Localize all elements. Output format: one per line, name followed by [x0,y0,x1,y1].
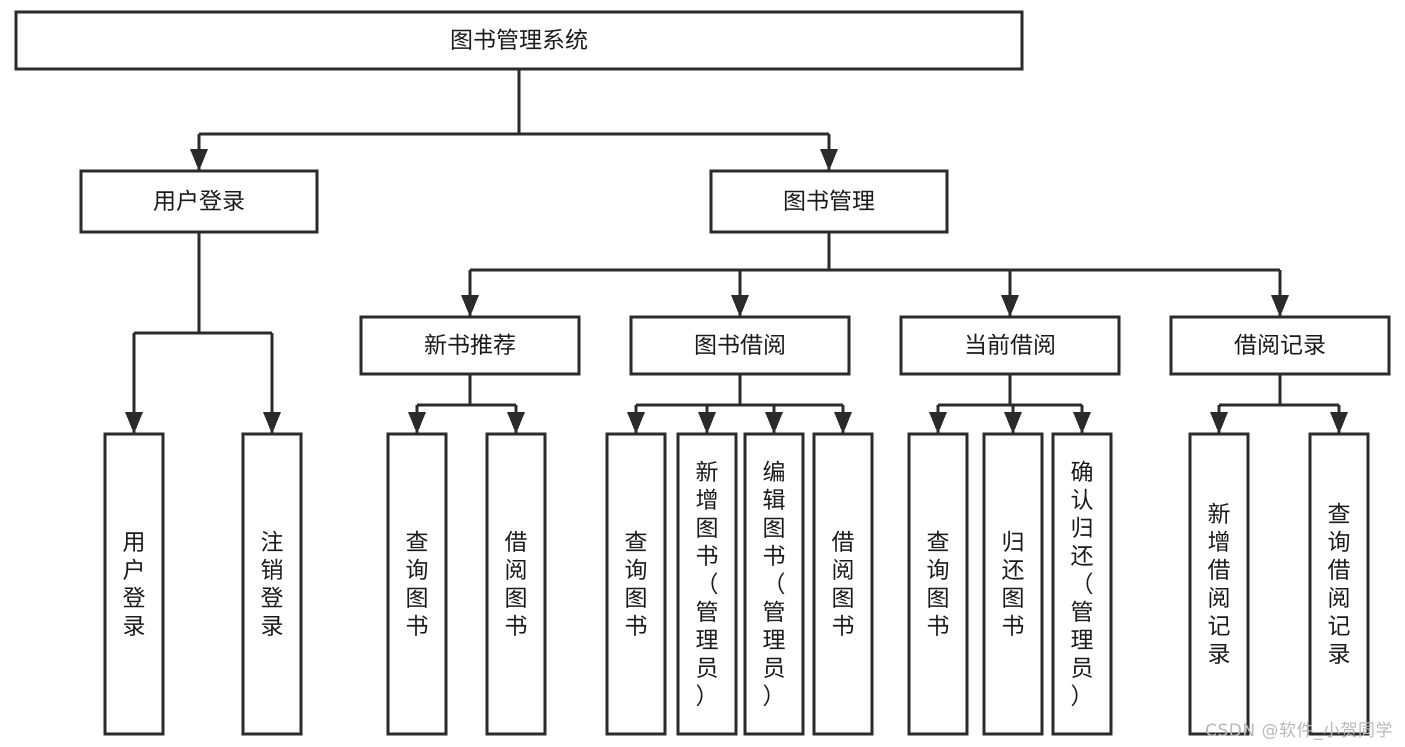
node-leaf-query-book-borrow[interactable]: 查询图书 [605,432,667,736]
node-box-leaf-add-book[interactable] [676,432,738,736]
arrow-head-icon [698,412,716,434]
node-leaf-borrow-book[interactable]: 借阅图书 [812,432,874,736]
node-box-book-manage[interactable] [709,169,949,234]
arrow-head-icon [1271,295,1289,317]
node-label-leaf-add-book: 新增图书（管理员） [696,460,719,710]
arrow-head-icon [1210,412,1228,434]
node-box-leaf-confirm-return[interactable] [1051,432,1113,736]
arrow-head-icon [1001,295,1019,317]
node-new-book-recommend[interactable]: 新书推荐 [359,315,581,376]
arrow-head-icon [1330,412,1348,434]
edge-group-root [190,69,838,171]
node-box-leaf-query-book-borrow[interactable] [605,432,667,736]
arrow-head-icon [765,412,783,434]
arrow-head-icon [190,149,208,171]
node-label-leaf-user-login: 用户登录 [123,530,146,640]
node-label-root: 图书管理系统 [450,28,588,54]
node-user-login[interactable]: 用户登录 [79,169,319,234]
arrow-head-icon [731,295,749,317]
edge-group-user-login [125,232,281,434]
node-box-leaf-add-borrow-record[interactable] [1188,432,1250,736]
node-label-new-book-recommend: 新书推荐 [424,333,516,359]
node-box-user-login[interactable] [79,169,319,234]
node-box-leaf-query-borrow-record[interactable] [1308,432,1370,736]
node-box-root[interactable] [14,10,1024,71]
node-book-borrow[interactable]: 图书借阅 [629,315,851,376]
arrow-head-icon [627,412,645,434]
node-leaf-borrow-book-recommend[interactable]: 借阅图书 [485,432,547,736]
node-label-borrow-record: 借阅记录 [1234,333,1326,359]
node-book-manage[interactable]: 图书管理 [709,169,949,234]
node-current-borrow[interactable]: 当前借阅 [899,315,1121,376]
node-box-leaf-user-login[interactable] [103,432,165,736]
arrow-head-icon [820,149,838,171]
edge-group-borrow-record [1210,374,1348,434]
node-leaf-query-book-current[interactable]: 查询图书 [907,432,969,736]
arrow-head-icon [1073,412,1091,434]
node-layer: 图书管理系统用户登录图书管理新书推荐图书借阅当前借阅借阅记录用户登录注销登录查询… [14,10,1391,736]
node-leaf-query-book-recommend[interactable]: 查询图书 [386,432,448,736]
node-label-leaf-add-borrow-record: 新增借阅记录 [1208,502,1231,668]
node-label-leaf-query-book-current: 查询图书 [927,530,950,640]
node-borrow-record[interactable]: 借阅记录 [1169,315,1391,376]
node-leaf-query-borrow-record[interactable]: 查询借阅记录 [1308,432,1370,736]
node-leaf-confirm-return[interactable]: 确认归还（管理员） [1051,432,1113,736]
arrow-head-icon [125,412,143,434]
node-label-leaf-query-borrow-record: 查询借阅记录 [1328,502,1351,668]
node-label-book-borrow: 图书借阅 [694,333,786,359]
arrow-head-icon [1004,412,1022,434]
node-leaf-edit-book[interactable]: 编辑图书（管理员） [743,432,805,736]
arrow-head-icon [507,412,525,434]
node-leaf-logout[interactable]: 注销登录 [241,432,303,736]
node-box-new-book-recommend[interactable] [359,315,581,376]
node-label-book-manage: 图书管理 [783,189,875,215]
node-leaf-return-book[interactable]: 归还图书 [982,432,1044,736]
node-box-leaf-query-book-recommend[interactable] [386,432,448,736]
node-box-book-borrow[interactable] [629,315,851,376]
edge-group-new-book-recommend [408,374,525,434]
node-box-borrow-record[interactable] [1169,315,1391,376]
node-box-leaf-return-book[interactable] [982,432,1044,736]
node-label-current-borrow: 当前借阅 [964,333,1056,359]
node-leaf-add-book[interactable]: 新增图书（管理员） [676,432,738,736]
node-label-leaf-confirm-return: 确认归还（管理员） [1071,460,1094,710]
arrow-head-icon [263,412,281,434]
node-label-leaf-edit-book: 编辑图书（管理员） [763,460,786,710]
edge-layer [125,69,1348,434]
node-label-leaf-borrow-book: 借阅图书 [832,530,855,640]
node-label-user-login: 用户登录 [153,189,245,215]
edge-group-current-borrow [929,374,1091,434]
node-leaf-user-login[interactable]: 用户登录 [103,432,165,736]
node-box-leaf-query-book-current[interactable] [907,432,969,736]
node-box-leaf-edit-book[interactable] [743,432,805,736]
node-box-leaf-logout[interactable] [241,432,303,736]
node-label-leaf-query-book-recommend: 查询图书 [406,530,429,640]
node-leaf-add-borrow-record[interactable]: 新增借阅记录 [1188,432,1250,736]
node-label-leaf-logout: 注销登录 [261,530,284,640]
node-box-leaf-borrow-book[interactable] [812,432,874,736]
node-box-current-borrow[interactable] [899,315,1121,376]
node-label-leaf-query-book-borrow: 查询图书 [625,530,648,640]
node-label-leaf-return-book: 归还图书 [1002,530,1025,640]
arrow-head-icon [834,412,852,434]
node-root[interactable]: 图书管理系统 [14,10,1024,71]
edge-group-book-manage [461,232,1289,317]
node-box-leaf-borrow-book-recommend[interactable] [485,432,547,736]
node-label-leaf-borrow-book-recommend: 借阅图书 [505,530,528,640]
arrow-head-icon [929,412,947,434]
arrow-head-icon [408,412,426,434]
arrow-head-icon [461,295,479,317]
edge-group-book-borrow [627,374,852,434]
